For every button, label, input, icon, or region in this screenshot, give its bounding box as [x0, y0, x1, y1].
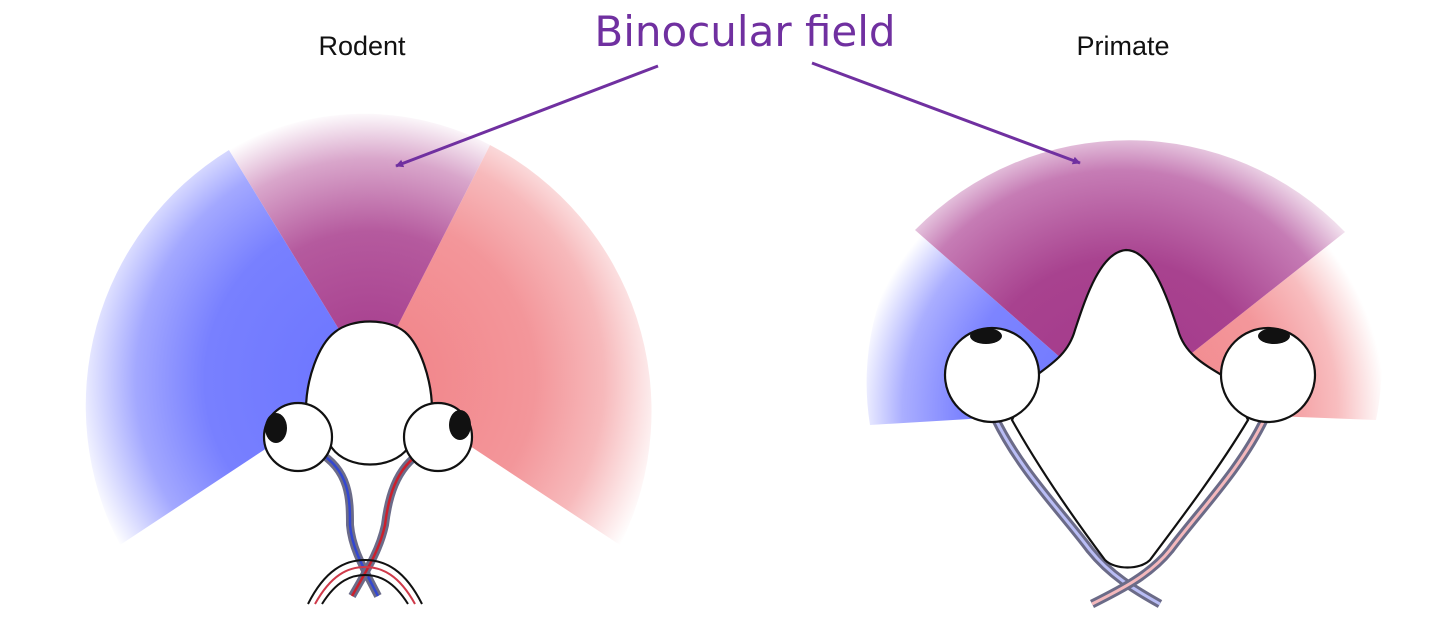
rodent-right-optic-nerve-core — [350, 450, 423, 597]
primate-left-optic-nerve-core — [993, 417, 1161, 606]
primate-right-eye — [1219, 326, 1317, 424]
binocular-field-annotation: Binocular field — [395, 7, 1081, 168]
rodent-title: Rodent — [318, 31, 406, 61]
primate-head-outline — [1010, 248, 1250, 569]
rodent-right-eye-field — [370, 145, 652, 545]
rodent-visual-field — [85, 113, 652, 545]
rodent-panel: Rodent — [85, 31, 652, 605]
primate-right-optic-nerve-core — [1091, 417, 1267, 606]
rodent-left-pupil — [265, 413, 287, 443]
primate-title: Primate — [1076, 31, 1169, 61]
primate-left-eye — [943, 326, 1041, 424]
rodent-right-pupil — [449, 410, 471, 440]
headline: Binocular field — [594, 7, 895, 56]
arrow-to-rodent — [395, 64, 659, 168]
rodent-left-eye-field — [85, 150, 371, 545]
arrow-to-primate — [811, 61, 1081, 165]
rodent-snout — [304, 320, 434, 466]
rodent-optic-tract-mid — [314, 565, 416, 605]
primate-left-pupil — [970, 328, 1002, 344]
primate-panel: Primate — [866, 31, 1382, 609]
rodent-optic-tract-inner — [321, 573, 409, 605]
rodent-optic-tract-outer — [307, 558, 423, 605]
rodent-head — [262, 320, 474, 605]
primate-head — [943, 248, 1317, 609]
primate-right-pupil — [1258, 328, 1290, 344]
rodent-binocular-field — [229, 113, 490, 381]
